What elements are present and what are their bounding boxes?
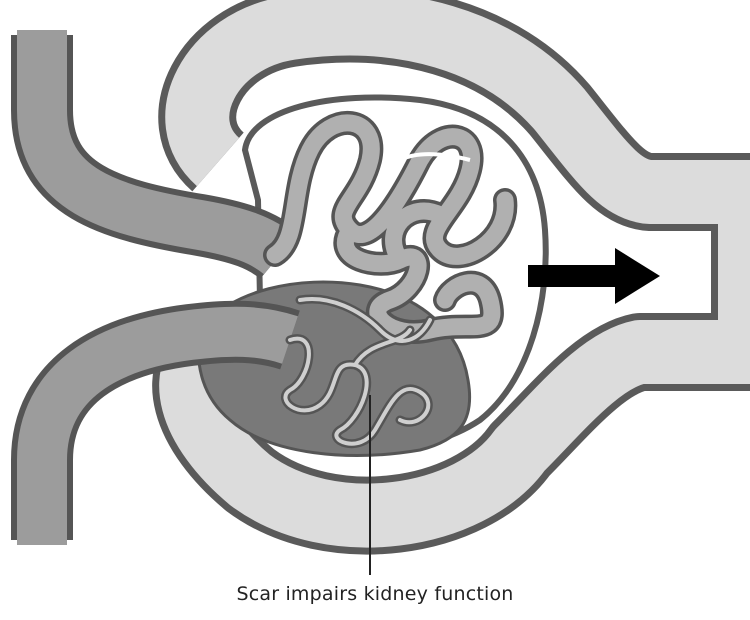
scar-caption: Scar impairs kidney function <box>0 583 750 605</box>
